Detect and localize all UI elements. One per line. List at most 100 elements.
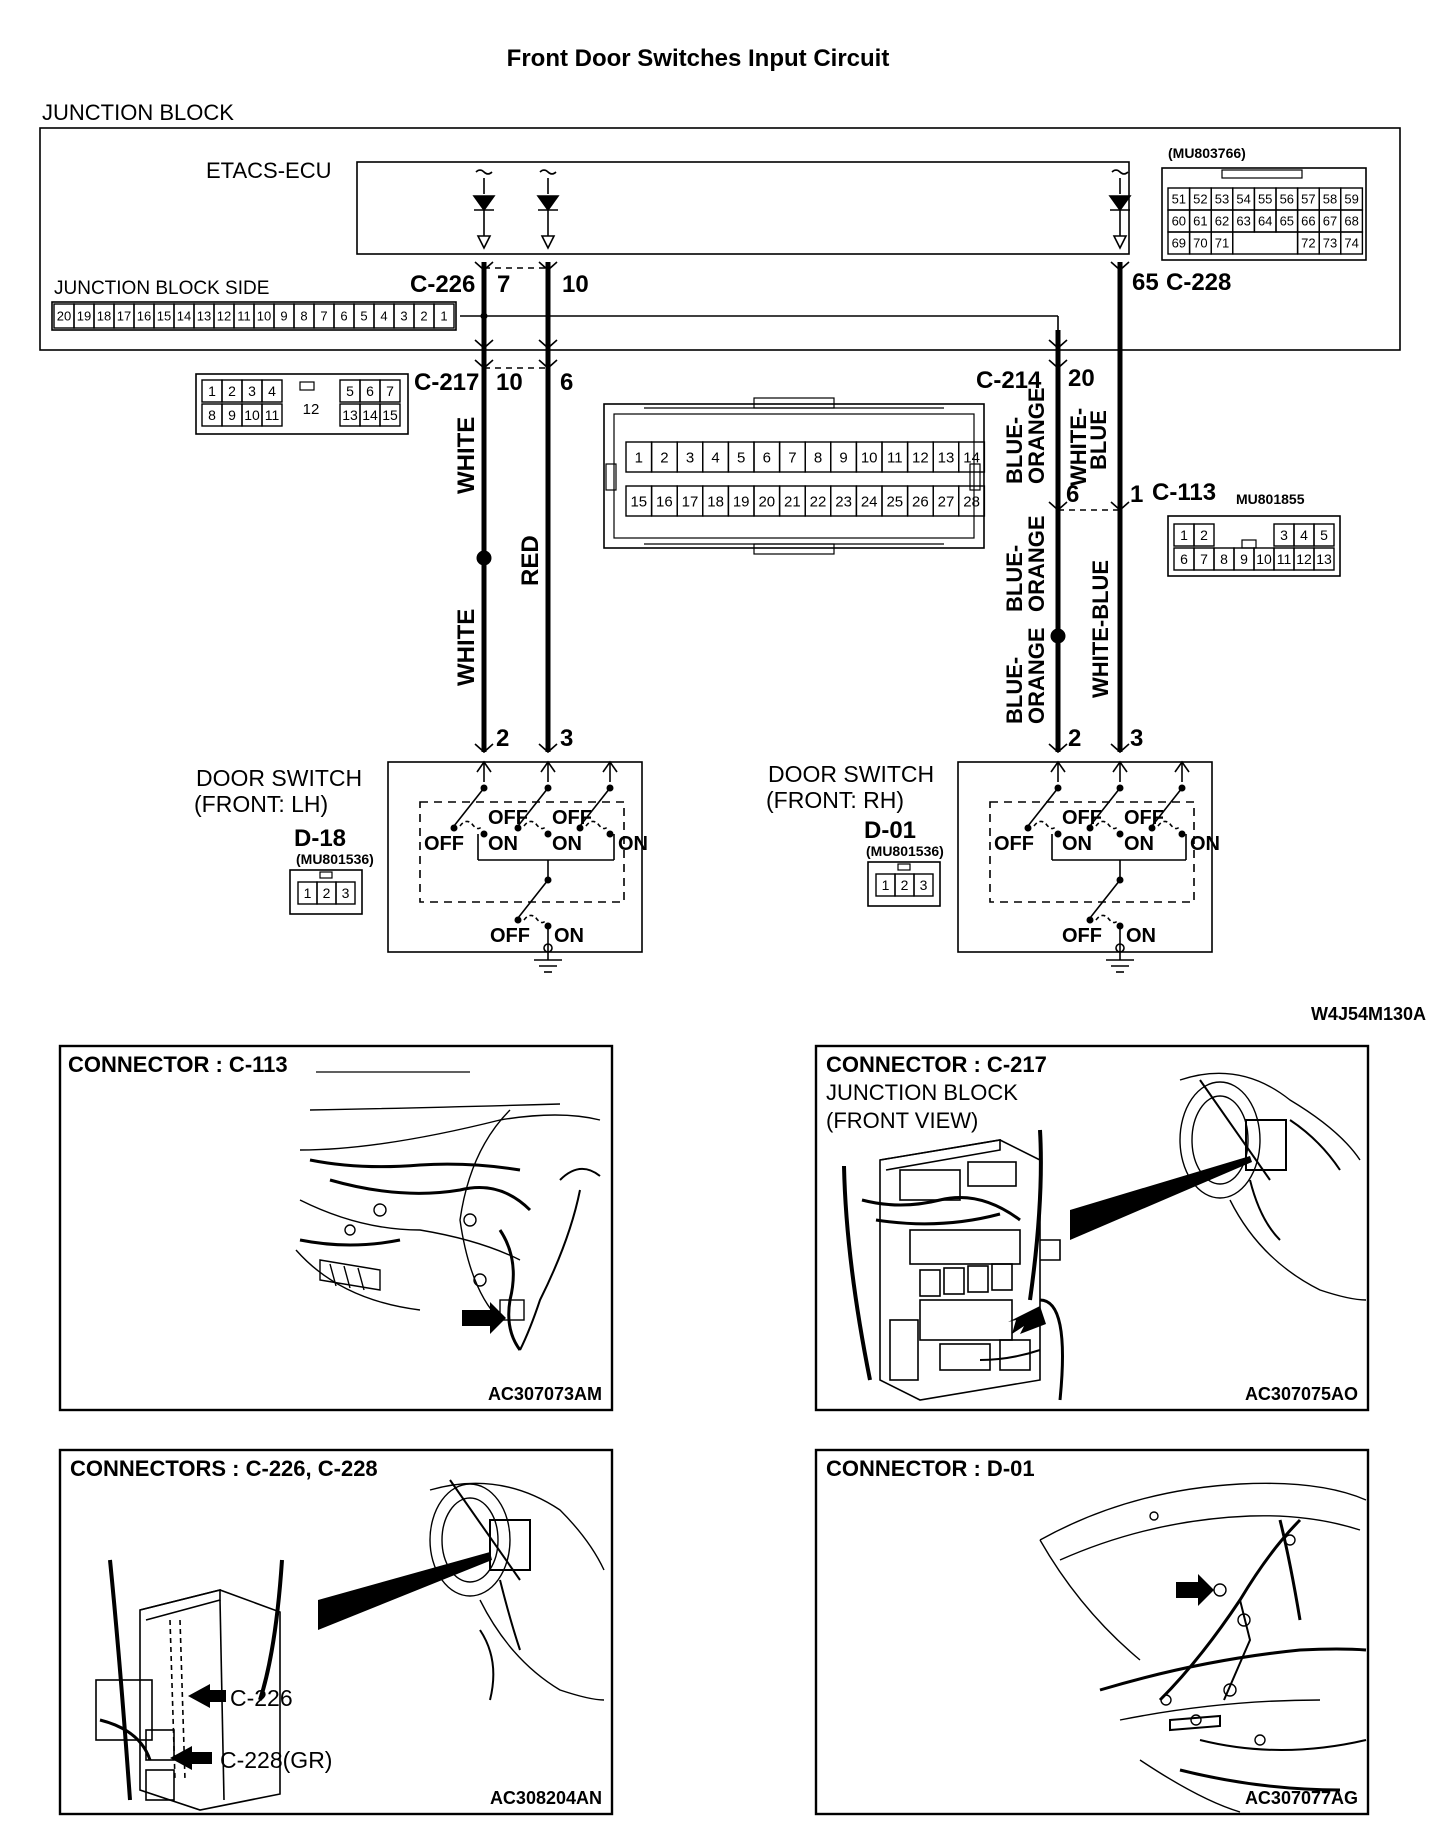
connector-chevron	[474, 261, 494, 272]
d18-part-number: (MU801536)	[296, 851, 374, 867]
pin-number: 66	[1301, 214, 1315, 229]
pin-number: 11	[887, 449, 903, 466]
junction-block-illustration	[842, 1129, 1064, 1401]
pin-number: 73	[1323, 236, 1337, 251]
pin-number: 74	[1344, 236, 1358, 251]
connector-chevron	[1110, 743, 1130, 754]
pin-number: 10	[244, 407, 260, 423]
connector-chevron	[1048, 743, 1068, 754]
panel-c113-title: CONNECTOR : C-113	[68, 1052, 288, 1077]
panel-c226-c228: CONNECTORS : C-226, C-228 C-226 C-228(GR…	[58, 1448, 614, 1816]
panel-d01-title: CONNECTOR : D-01	[826, 1456, 1035, 1481]
pin-number: 2	[420, 309, 427, 324]
wire-label-blue-orange-top-2: ORANGE	[1024, 387, 1049, 484]
wire-label-blue-orange-bot-2: ORANGE	[1024, 627, 1049, 724]
rh-pin-3: 3	[1130, 725, 1143, 752]
connector-chevron	[538, 339, 558, 350]
pin-number: 2	[901, 877, 909, 893]
pin-number: 10	[861, 449, 878, 466]
pin-number: 24	[861, 493, 878, 510]
pin-number: 15	[630, 493, 647, 510]
pin-number: 57	[1301, 192, 1315, 207]
pin-number: 3	[1280, 527, 1288, 543]
pin-number: 1	[208, 383, 216, 399]
pin-number: 17	[117, 309, 131, 324]
pin-number: 12	[912, 449, 929, 466]
pin-number: 2	[660, 449, 668, 466]
pin-number: 56	[1280, 192, 1294, 207]
pin-number: 11	[265, 407, 280, 423]
pin-cell	[958, 485, 986, 517]
pin-number: 8	[208, 407, 216, 423]
pin-number: 67	[1323, 214, 1337, 229]
pin-number: 7	[788, 449, 796, 466]
wire-label-blue-orange-mid-1: BLUE-	[1002, 545, 1027, 612]
pin-number: 71	[1215, 236, 1229, 251]
arrow-icon	[170, 1746, 212, 1770]
panel-c113: CONNECTOR : C-113 AC307073AM	[58, 1044, 614, 1412]
switch-on-label: ON	[1124, 833, 1154, 855]
pin-number: 4	[268, 383, 276, 399]
pin-number: 16	[656, 493, 673, 510]
pin-cell	[261, 403, 283, 427]
pin-number: 69	[1172, 236, 1186, 251]
pin-cell	[1313, 547, 1335, 571]
wire-label-white-blue: WHITE-BLUE	[1088, 560, 1113, 698]
pin-number: 20	[758, 493, 775, 510]
pin-number: 62	[1215, 214, 1229, 229]
d01-label: D-01	[864, 817, 916, 844]
ecu-input-diodes	[472, 169, 1132, 250]
pin-cell	[433, 303, 455, 329]
pin-number: 4	[1300, 527, 1308, 543]
switch-on-label: ON	[488, 833, 518, 855]
switch-on-label: ON	[552, 833, 582, 855]
c113-pin-1: 1	[1130, 481, 1143, 508]
switch-off-label: OFF	[1062, 807, 1102, 829]
pin-number: 15	[157, 309, 171, 324]
pin-number: 61	[1193, 214, 1207, 229]
c113-label: C-113	[1152, 479, 1216, 506]
pin-number: 17	[682, 493, 699, 510]
pin-number: 60	[1172, 214, 1186, 229]
c228-pin-65: 65	[1132, 269, 1159, 296]
wire-label-white-blue-top-2: BLUE	[1086, 410, 1111, 470]
pin-number: 10	[1256, 551, 1272, 567]
c228-label: C-228	[1166, 269, 1231, 296]
panel-c226-code: AC308204AN	[490, 1788, 602, 1808]
splice-white	[476, 550, 492, 566]
junction-block-box	[39, 127, 1401, 351]
pin-number: 3	[342, 885, 350, 901]
dashboard-illustration	[295, 1103, 601, 1351]
d18-label: D-18	[294, 825, 346, 852]
pin-number: 3	[920, 877, 928, 893]
pin-number: 5	[346, 383, 354, 399]
pin-number: 16	[137, 309, 151, 324]
connector-chevron	[474, 743, 494, 754]
pin-number: 22	[810, 493, 827, 510]
arrow-icon	[1008, 1306, 1046, 1334]
switch-on-label: ON	[554, 925, 584, 947]
pin-number: 23	[835, 493, 852, 510]
pin-number: 5	[1320, 527, 1328, 543]
pin-number: 10	[257, 309, 271, 324]
panel-c226-title: CONNECTORS : C-226, C-228	[70, 1456, 378, 1481]
pin-number: 11	[1277, 551, 1292, 567]
pin-number: 7	[386, 383, 394, 399]
pin-number: 21	[784, 493, 801, 510]
door-harness-illustration	[1039, 1482, 1367, 1813]
c226-pin-10: 10	[562, 271, 589, 298]
pin-cell	[335, 881, 356, 905]
pin-number: 13	[938, 449, 955, 466]
c217-pin-6: 6	[560, 369, 573, 396]
pin-number: 12	[217, 309, 231, 324]
pin-number: 12	[303, 401, 320, 418]
c113-pin-6: 6	[1066, 481, 1079, 508]
pin-cell	[958, 441, 986, 473]
